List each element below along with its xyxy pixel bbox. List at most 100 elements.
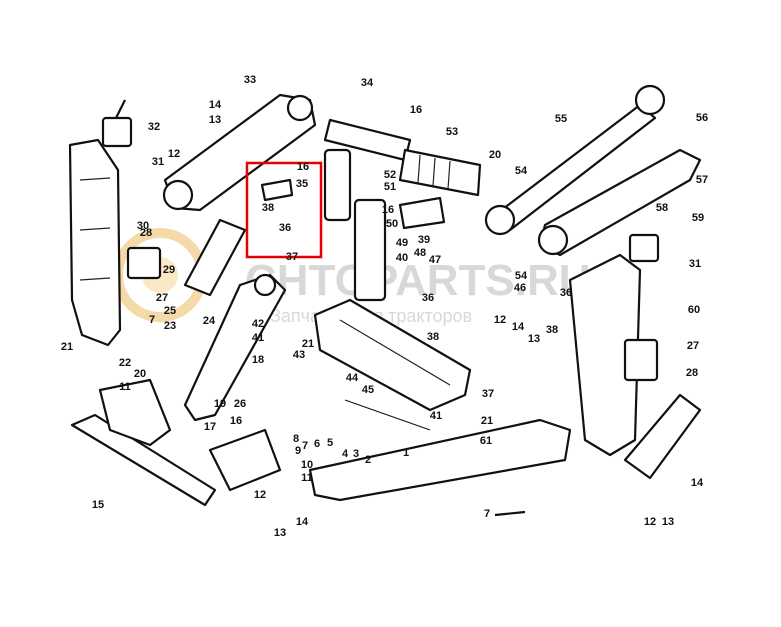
callout-14: 14 <box>691 477 704 489</box>
callout-61: 61 <box>480 435 492 447</box>
callout-7: 7 <box>302 440 308 452</box>
rod-assembly-49 <box>323 148 387 302</box>
callout-19: 19 <box>214 398 226 410</box>
callout-21: 21 <box>61 341 73 353</box>
callout-14: 14 <box>296 516 309 528</box>
callout-17: 17 <box>204 421 216 433</box>
callout-51: 51 <box>384 181 396 193</box>
callout-21: 21 <box>481 415 493 427</box>
callout-29: 29 <box>163 264 175 276</box>
callout-12: 12 <box>254 489 266 501</box>
callout-11: 11 <box>119 381 131 393</box>
callout-38: 38 <box>546 324 558 336</box>
callout-12: 12 <box>494 314 506 326</box>
block-27 <box>623 338 659 382</box>
callout-16: 16 <box>410 104 422 116</box>
callout-33: 33 <box>244 74 256 86</box>
fork-9 <box>208 428 282 492</box>
bolt-32 <box>101 99 133 148</box>
callout-3: 3 <box>353 448 359 460</box>
callout-7: 7 <box>149 314 155 326</box>
cylinder-28-left <box>183 218 247 297</box>
callout-59: 59 <box>692 212 704 224</box>
callout-27: 27 <box>156 292 168 304</box>
callout-11: 11 <box>301 472 313 484</box>
callout-46: 46 <box>514 282 526 294</box>
callout-8: 8 <box>293 433 299 445</box>
callout-14: 14 <box>512 321 525 333</box>
callout-45: 45 <box>362 384 374 396</box>
callout-25: 25 <box>164 305 176 317</box>
callout-54: 54 <box>515 270 528 282</box>
cylinder-28-right <box>623 393 702 480</box>
callout-28: 28 <box>686 367 698 379</box>
bracket-60 <box>568 253 642 457</box>
callout-28: 28 <box>140 227 152 239</box>
top-link-55 <box>484 84 666 236</box>
callout-40: 40 <box>396 252 408 264</box>
callout-52: 52 <box>384 169 396 181</box>
pin-50 <box>398 196 446 230</box>
callout-15: 15 <box>92 499 104 511</box>
callout-50: 50 <box>386 218 398 230</box>
callout-labels: 33 34 14 13 32 12 31 16 53 20 52 51 16 3… <box>61 74 708 539</box>
pin-38 <box>260 178 294 202</box>
callout-23: 23 <box>164 320 176 332</box>
rocker-19 <box>183 273 287 422</box>
callout-13: 13 <box>662 516 674 528</box>
watermark-brand: CHTOPARTS.RU <box>245 256 591 305</box>
callout-26: 26 <box>234 398 246 410</box>
lower-arm-1 <box>308 418 572 502</box>
callout-5: 5 <box>327 437 333 449</box>
callout-41: 41 <box>252 332 264 344</box>
callout-36: 36 <box>560 287 572 299</box>
callout-30: 30 <box>137 220 149 232</box>
callout-32: 32 <box>148 121 160 133</box>
fork-17 <box>98 378 172 447</box>
callout-20: 20 <box>489 149 501 161</box>
arm-59 <box>537 148 702 257</box>
callout-49: 49 <box>396 237 408 249</box>
callout-14: 14 <box>209 99 222 111</box>
callout-18: 18 <box>252 354 264 366</box>
callout-42: 42 <box>252 318 264 330</box>
housing-45 <box>313 298 472 412</box>
callout-1: 1 <box>403 447 409 459</box>
callout-13: 13 <box>274 527 286 539</box>
callout-39: 39 <box>418 234 430 246</box>
callout-34: 34 <box>361 77 374 89</box>
callout-37: 37 <box>482 388 494 400</box>
callout-41: 41 <box>430 410 442 422</box>
callout-2: 2 <box>365 454 371 466</box>
block-29 <box>126 246 162 280</box>
callout-35: 35 <box>296 178 308 190</box>
callout-10: 10 <box>301 459 313 471</box>
callout-48: 48 <box>414 247 426 259</box>
callout-24: 24 <box>203 315 216 327</box>
callout-36: 36 <box>279 222 291 234</box>
callout-55: 55 <box>555 113 567 125</box>
callout-38: 38 <box>262 202 274 214</box>
callout-21: 21 <box>302 338 314 350</box>
bracket-30 <box>68 138 122 347</box>
arm-33 <box>162 93 317 212</box>
block-31 <box>628 233 660 263</box>
callout-4: 4 <box>342 448 349 460</box>
callout-9: 9 <box>295 445 301 457</box>
callout-7: 7 <box>484 508 490 520</box>
callout-56: 56 <box>696 112 708 124</box>
pin-7 <box>494 510 526 517</box>
callout-16: 16 <box>230 415 242 427</box>
callout-20: 20 <box>134 368 146 380</box>
highlight-box <box>245 161 323 259</box>
callout-22: 22 <box>119 357 131 369</box>
callout-44: 44 <box>346 372 359 384</box>
callout-12: 12 <box>168 148 180 160</box>
callout-58: 58 <box>656 202 668 214</box>
callout-27: 27 <box>687 340 699 352</box>
callout-43: 43 <box>293 349 305 361</box>
callout-31: 31 <box>152 156 164 168</box>
tube-15 <box>70 413 217 507</box>
callout-57: 57 <box>696 174 708 186</box>
